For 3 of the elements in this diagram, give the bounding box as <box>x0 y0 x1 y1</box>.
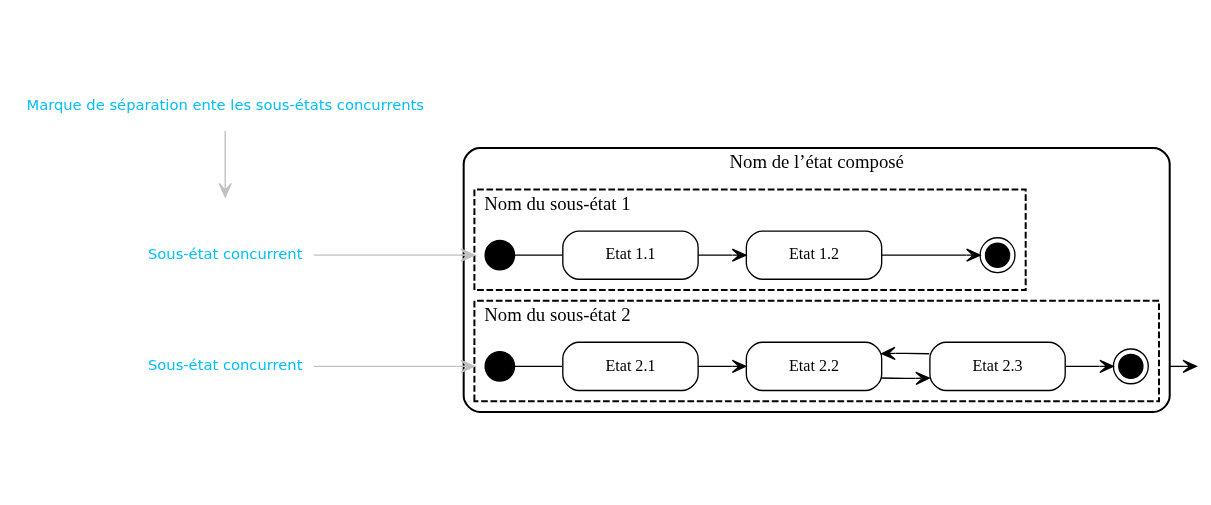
node-text: Sous-état concurrent <box>147 356 303 374</box>
node-text: Sous-état concurrent <box>147 244 303 262</box>
node-text: Marque de séparation ente les sous-états concurrents <box>26 96 424 114</box>
